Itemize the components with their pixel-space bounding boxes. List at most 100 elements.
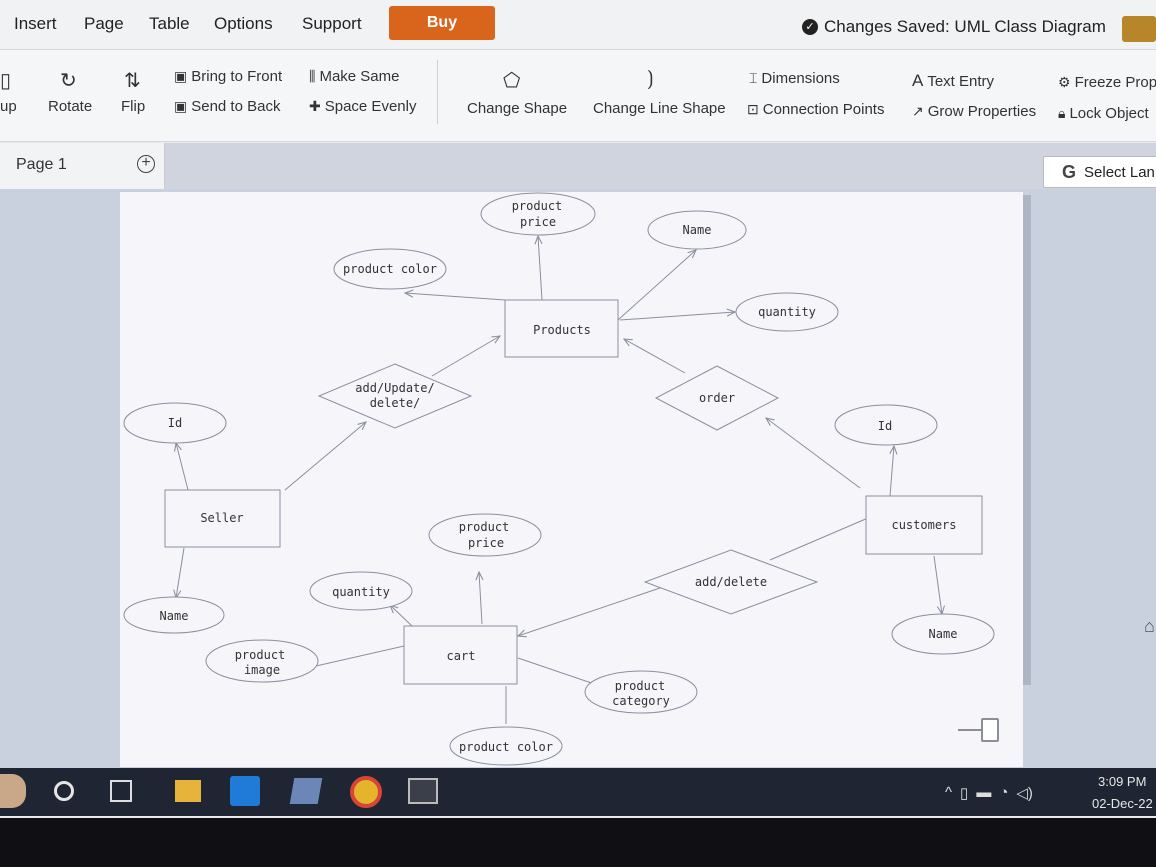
- vscode-icon[interactable]: [230, 776, 260, 806]
- label-customer-id: Id: [878, 419, 892, 433]
- menu-page[interactable]: Page: [84, 14, 124, 33]
- toolbar: ▯ up ↻ Rotate ⇅ Flip ▣ Bring to Front ▣ …: [0, 50, 1156, 142]
- label-cart-category-1: product: [615, 679, 666, 693]
- menu-options[interactable]: Options: [214, 14, 273, 33]
- grow-icon: ↗: [912, 103, 924, 119]
- connection-points-label: Connection Points: [762, 101, 885, 118]
- label-seller-id: Id: [168, 416, 182, 430]
- menu-insert[interactable]: Insert: [14, 14, 57, 33]
- entity-customers[interactable]: [865, 495, 983, 555]
- send-back-button[interactable]: ▣ Send to Back: [174, 98, 280, 115]
- connection-points-button[interactable]: ⊡ Connection Points: [747, 101, 884, 118]
- connector-adddelete-cart: [518, 587, 661, 636]
- window-icon[interactable]: [1122, 16, 1156, 42]
- attribute-customer-id[interactable]: [834, 404, 938, 446]
- attribute-seller-name[interactable]: [123, 596, 225, 634]
- cursor-icon: ⌂: [1144, 616, 1155, 636]
- connector-seller-update: [284, 422, 366, 491]
- label-cart-image-2: image: [244, 663, 280, 677]
- label-product-color: product color: [343, 262, 437, 276]
- dimensions-button[interactable]: ⌶ Dimensions: [749, 70, 840, 87]
- connector-customers-adddelete: [769, 517, 869, 561]
- connector-products-quantity: [619, 312, 735, 321]
- text-entry-button[interactable]: A Text Entry: [912, 71, 994, 91]
- group-label[interactable]: up: [0, 98, 17, 115]
- entity-cart[interactable]: [403, 625, 518, 685]
- start-icon[interactable]: [0, 774, 26, 808]
- label-product-price-1: product: [512, 199, 563, 213]
- page-tab[interactable]: Page 1 +: [0, 143, 165, 189]
- check-icon: ✓: [802, 19, 818, 35]
- change-shape-button[interactable]: Change Shape: [467, 100, 568, 117]
- clock-time[interactable]: 3:09 PM: [1098, 774, 1147, 789]
- space-evenly-button[interactable]: ✚ Space Evenly: [309, 98, 416, 115]
- relationship-add-delete[interactable]: [643, 549, 819, 615]
- bring-front-button[interactable]: ▣ Bring to Front: [174, 68, 282, 85]
- space-evenly-icon: ✚: [309, 98, 321, 114]
- buy-button[interactable]: Buy: [389, 6, 495, 40]
- connector-update-products: [431, 336, 500, 377]
- select-language-button[interactable]: G Select Lan: [1043, 156, 1156, 188]
- grow-properties-button[interactable]: ↗ Grow Properties: [912, 103, 1036, 120]
- volume-icon[interactable]: ◁): [1016, 785, 1033, 802]
- send-back-icon: ▣: [174, 98, 188, 114]
- menu-table[interactable]: Table: [149, 14, 190, 33]
- text-entry-icon: A: [912, 71, 924, 90]
- text-entry-label: Text Entry: [927, 72, 995, 90]
- battery-icon[interactable]: ▬: [976, 784, 992, 801]
- wifi-icon[interactable]: ◔: [999, 784, 1009, 801]
- attribute-cart-category[interactable]: [584, 670, 698, 714]
- attribute-seller-id[interactable]: [123, 402, 227, 444]
- change-line-shape-button[interactable]: Change Line Shape: [593, 100, 726, 117]
- rotate-button[interactable]: Rotate: [48, 98, 93, 115]
- bring-front-icon: ▣: [174, 68, 188, 84]
- app-icon[interactable]: [289, 778, 323, 804]
- screen: Insert Page Table Options Support Buy ✓ …: [0, 0, 1156, 818]
- attribute-customer-name[interactable]: [891, 613, 995, 655]
- relationship-add-update-delete[interactable]: [317, 363, 473, 429]
- freeze-props-button[interactable]: ⚙ Freeze Prope: [1058, 74, 1156, 91]
- search-icon[interactable]: [54, 781, 74, 801]
- taskbar: [0, 768, 1156, 816]
- terminal-icon[interactable]: [408, 778, 438, 804]
- connector-customers-order: [766, 418, 861, 489]
- chevron-up-icon[interactable]: ^: [945, 784, 953, 801]
- bring-front-label: Bring to Front: [191, 68, 283, 85]
- chrome-icon[interactable]: [350, 776, 382, 808]
- attribute-quantity[interactable]: [735, 292, 839, 332]
- attribute-cart-color[interactable]: [449, 726, 563, 766]
- add-page-icon[interactable]: +: [137, 155, 155, 173]
- canvas-scrollbar[interactable]: [1023, 195, 1031, 685]
- freeze-props-label: Freeze Prope: [1074, 74, 1156, 91]
- entity-seller[interactable]: [164, 489, 281, 548]
- connector-cart-image: [315, 645, 405, 667]
- attribute-cart-image[interactable]: [205, 639, 319, 683]
- connector-products-name: [617, 250, 696, 321]
- attribute-product-price[interactable]: [480, 192, 596, 236]
- attribute-product-color[interactable]: [333, 248, 447, 290]
- attribute-name[interactable]: [647, 210, 747, 250]
- make-same-button[interactable]: ⫼ Make Same: [309, 68, 400, 85]
- zoom-slider-track[interactable]: [958, 729, 982, 731]
- connector-cart-quantity: [390, 605, 413, 627]
- zoom-slider-thumb[interactable]: [981, 718, 999, 742]
- lock-object-button[interactable]: 🔒︎ Lock Object: [1058, 105, 1149, 122]
- connector-order-products: [624, 339, 686, 374]
- menu-support[interactable]: Support: [302, 14, 362, 33]
- flip-button[interactable]: Flip: [121, 98, 146, 115]
- file-explorer-icon[interactable]: [175, 780, 201, 802]
- label-add-delete: add/delete: [695, 575, 767, 589]
- page-bar: Page 1 +: [0, 143, 1156, 189]
- entity-products[interactable]: [504, 299, 619, 358]
- clock-date[interactable]: 02-Dec-22: [1092, 796, 1153, 811]
- change-shape-icon: ⬠: [503, 70, 521, 92]
- er-diagram[interactable]: Products Seller customers cart add/Updat…: [0, 0, 1156, 818]
- system-tray: ^ ▯ ▬ ◔ ◁): [945, 784, 1033, 802]
- attribute-cart-price[interactable]: [428, 513, 542, 557]
- group-icon[interactable]: ▯: [0, 70, 12, 92]
- select-language-label: Select Lan: [1084, 163, 1155, 181]
- device-icon[interactable]: ▯: [960, 785, 969, 802]
- relationship-order[interactable]: [654, 365, 780, 431]
- task-view-icon[interactable]: [110, 780, 132, 802]
- attribute-cart-quantity[interactable]: [309, 571, 413, 611]
